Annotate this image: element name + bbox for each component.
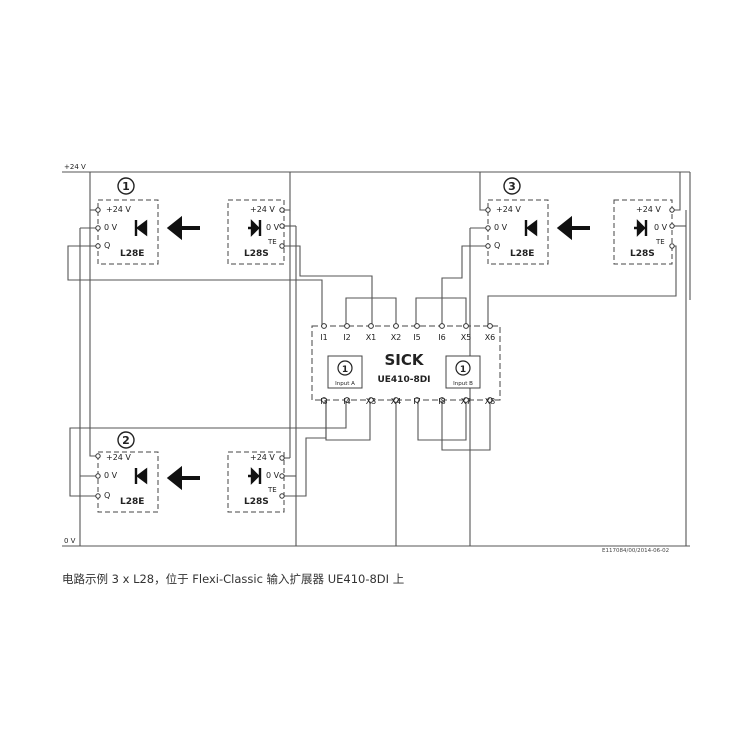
top-terminal-dot-x5 [463, 323, 469, 329]
light-beam-arrow-icon [166, 215, 200, 241]
wiring [67, 172, 691, 546]
rotary-switch-a-label: Input A [335, 381, 355, 387]
bottom-terminal-dot-x3 [368, 397, 374, 403]
sender-3-ground: 0 V [654, 223, 668, 232]
bottom-terminal-label-x8: X8 [485, 397, 496, 406]
sender-3-model: L28S [630, 249, 655, 259]
group-marker-3 [503, 177, 521, 195]
l28e-receiver-1 [97, 199, 159, 265]
sender-3-supply: +24 V [636, 205, 661, 214]
bottom-terminal-label-i4: I4 [343, 397, 350, 406]
bottom-terminal-dot-i4 [344, 397, 350, 403]
top-terminal-label-x1: X1 [366, 333, 377, 342]
top-terminal-label-x5: X5 [461, 333, 472, 342]
sender-beam-icon [248, 467, 262, 485]
top-terminal-label-i2: I2 [343, 333, 350, 342]
sender-2-supply: +24 V [250, 453, 275, 462]
supply-rail-label: +24 V [64, 163, 86, 171]
sensor-group-3: 3 +24 V 0 V Q L28E +24 V 0 V TE L28S [487, 177, 673, 265]
receiver-2-ground: 0 V [104, 471, 118, 480]
receiver-beam-icon [134, 467, 148, 485]
group-marker-1-label: 1 [122, 180, 130, 193]
l28s-sender-3 [613, 199, 673, 265]
bottom-terminal-label-x4: X4 [391, 397, 402, 406]
sender-2-model: L28S [244, 497, 269, 507]
bottom-terminal-label-i8: I8 [438, 397, 445, 406]
light-beam-arrow-icon [556, 215, 590, 241]
rotary-switch-b-label: Input B [453, 381, 473, 387]
sender-3-test: TE [655, 238, 665, 246]
rotary-switch-b-knob-icon [455, 360, 471, 376]
rotary-switch-a-knob-icon [337, 360, 353, 376]
sender-2-ground: 0 V [266, 471, 280, 480]
sender-beam-icon [248, 219, 262, 237]
top-terminal-dot-x2 [393, 323, 399, 329]
bottom-terminal-dot-i8 [439, 397, 445, 403]
l28e-receiver-2 [97, 451, 159, 513]
sender-1-test: TE [267, 238, 277, 246]
top-terminal-label-x2: X2 [391, 333, 402, 342]
top-terminal-dot-i2 [344, 323, 350, 329]
bottom-terminal-dot-x7 [463, 397, 469, 403]
receiver-1-model: L28E [120, 249, 144, 259]
l28s-sender-1 [227, 199, 285, 265]
rotary-switch-a-value: 1 [342, 365, 348, 375]
bottom-terminal-label-x3: X3 [366, 397, 377, 406]
receiver-3-supply: +24 V [496, 205, 521, 214]
receiver-3-ground: 0 V [494, 223, 508, 232]
receiver-3-model: L28E [510, 249, 534, 259]
bottom-terminal-label-i3: I3 [320, 397, 327, 406]
module-frame [311, 325, 501, 401]
receiver-1-output: Q [104, 241, 110, 250]
bottom-terminal-dot-x8 [487, 397, 493, 403]
bottom-terminal-dot-i7 [414, 397, 420, 403]
rotary-switch-b-value: 1 [460, 365, 466, 375]
document-id: E117084/00/2014-06-02 [602, 548, 670, 554]
sender-2-test: TE [267, 486, 277, 494]
top-terminal-label-i1: I1 [320, 333, 327, 342]
sensor-terminal-dots [95, 207, 675, 499]
figure-caption: 电路示例 3 x L28，位于 Flexi-Classic 输入扩展器 UE41… [62, 572, 405, 586]
bottom-terminal-label-x7: X7 [461, 397, 472, 406]
top-terminal-label-i5: I5 [413, 333, 420, 342]
bottom-terminal-dot-i3 [321, 397, 327, 403]
bottom-terminal-label-i7: I7 [413, 397, 420, 406]
top-terminal-dot-i6 [439, 323, 445, 329]
l28s-sender-2 [227, 451, 285, 513]
group-marker-2-label: 2 [122, 434, 130, 447]
group-marker-2 [117, 431, 135, 449]
module-model: UE410-8DI [377, 375, 430, 385]
receiver-beam-icon [134, 219, 148, 237]
receiver-1-ground: 0 V [104, 223, 118, 232]
module-brand: SICK [384, 351, 424, 369]
top-terminal-dot-i5 [414, 323, 420, 329]
light-beam-arrow-icon [166, 465, 200, 491]
ground-rail-label: 0 V [64, 537, 76, 545]
receiver-2-output: Q [104, 491, 110, 500]
receiver-3-output: Q [494, 241, 500, 250]
receiver-beam-icon [524, 219, 538, 237]
top-terminal-label-x6: X6 [485, 333, 496, 342]
top-terminal-dot-x6 [487, 323, 493, 329]
top-terminal-label-i6: I6 [438, 333, 445, 342]
bottom-terminal-dot-x4 [393, 397, 399, 403]
receiver-1-supply: +24 V [106, 205, 131, 214]
sender-1-supply: +24 V [250, 205, 275, 214]
group-marker-1 [117, 177, 135, 195]
sensor-group-2: 2 +24 V 0 V Q L28E +24 V 0 V TE L28S [97, 431, 285, 513]
group-marker-3-label: 3 [508, 180, 516, 193]
bottom-terminals: I3 I4 X3 X4 I7 I8 X7 X8 [320, 397, 495, 406]
top-terminals: I1 I2 X1 X2 I5 I6 X5 X6 [320, 323, 496, 342]
receiver-2-model: L28E [120, 497, 144, 507]
top-terminal-dot-i1 [321, 323, 327, 329]
top-terminal-dot-x1 [368, 323, 374, 329]
sensor-group-1: 1 +24 V 0 V Q L28E +24 V 0 V TE L28S [97, 177, 285, 265]
sender-1-model: L28S [244, 249, 269, 259]
l28e-receiver-3 [487, 199, 549, 265]
sender-beam-icon [634, 219, 648, 237]
receiver-2-supply: +24 V [106, 453, 131, 462]
sender-1-ground: 0 V [266, 223, 280, 232]
